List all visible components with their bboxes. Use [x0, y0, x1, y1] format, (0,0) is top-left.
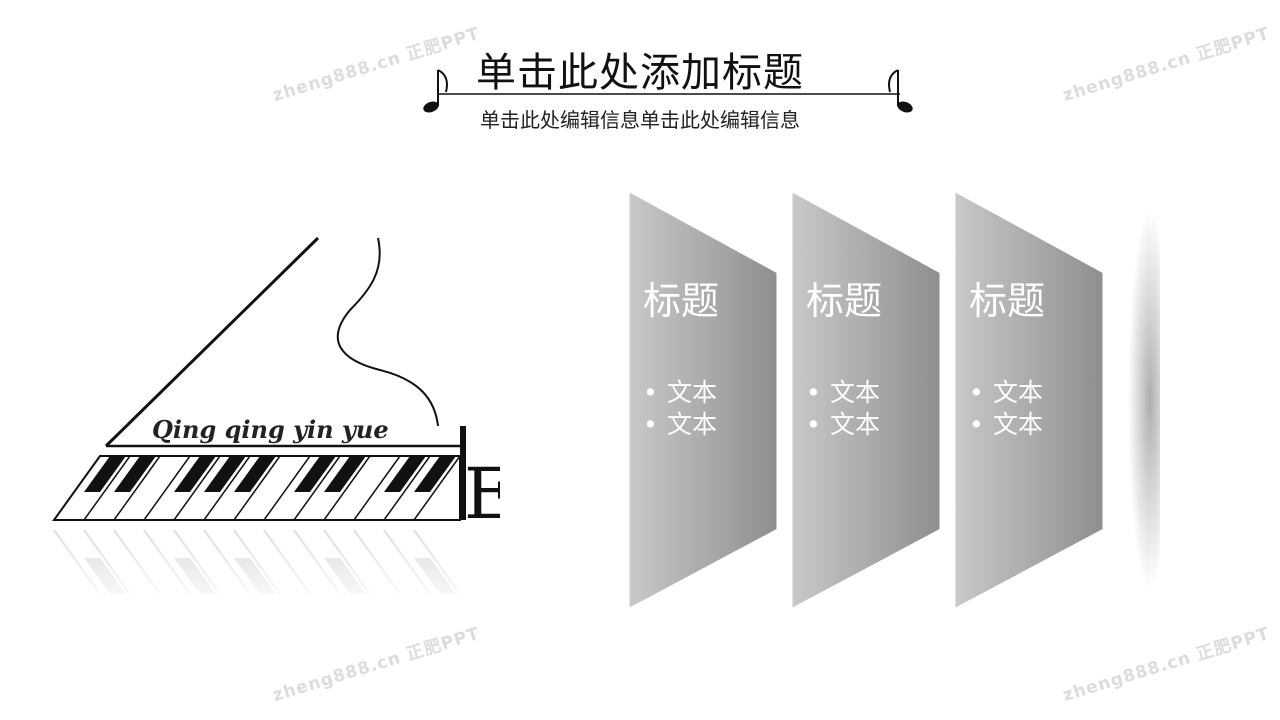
svg-text:E: E [464, 453, 500, 535]
piano-logo-image: Qing qing yin yue [40, 236, 500, 610]
card-shape-1[interactable] [626, 187, 780, 613]
card-1-title[interactable]: 标题 [643, 279, 720, 323]
card-1-bullet-2[interactable]: •文本 [643, 410, 718, 439]
piano-keyboard: E [52, 426, 500, 535]
cards-shadow [1128, 210, 1160, 590]
watermark-bottom-right: zheng888.cn 正肥PPT [1060, 623, 1273, 706]
card-2-title[interactable]: 标题 [806, 279, 883, 323]
card-1-bullet-1[interactable]: •文本 [643, 378, 718, 407]
card-1[interactable]: 标题 •文本 •文本 [643, 270, 719, 441]
card-3[interactable]: 标题 •文本 •文本 [969, 270, 1045, 441]
card-2-bullet-2[interactable]: •文本 [806, 410, 881, 439]
card-3-bullet-2[interactable]: •文本 [969, 410, 1044, 439]
chevron-cards-graphic [626, 187, 1160, 613]
card-2[interactable]: 标题 •文本 •文本 [806, 270, 882, 441]
title-music-note-divider [423, 69, 913, 113]
card-shape-3[interactable] [952, 187, 1106, 613]
card-shape-2[interactable] [789, 187, 943, 613]
card-3-title[interactable]: 标题 [969, 279, 1046, 323]
watermark-bottom-left: zheng888.cn 正肥PPT [270, 623, 483, 706]
card-3-bullet-1[interactable]: •文本 [969, 378, 1044, 407]
piano-logo-script-text: Qing qing yin yue [152, 415, 389, 444]
slide-subtitle[interactable]: 单击此处编辑信息单击此处编辑信息 [480, 108, 800, 132]
slide-title[interactable]: 单击此处添加标题 [476, 50, 804, 96]
card-2-bullet-1[interactable]: •文本 [806, 378, 881, 407]
